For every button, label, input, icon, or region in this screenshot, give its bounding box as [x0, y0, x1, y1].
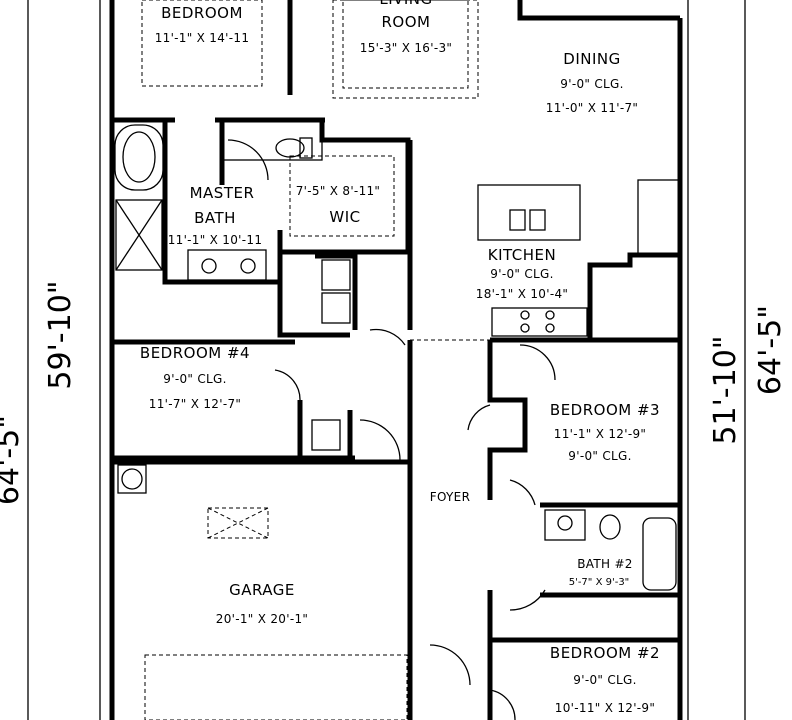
label-wic: WIC: [329, 208, 360, 226]
sink-left: [201, 258, 217, 274]
door-swing-bath2: [509, 589, 546, 611]
door-swing-foyer: [509, 479, 536, 506]
sink-bowl-right: [529, 209, 546, 231]
label-bath2: BATH #2: [577, 557, 632, 571]
door-swing-bath: [227, 139, 269, 181]
attic-access: [207, 507, 269, 539]
shower: [115, 199, 163, 271]
door-swing-bedroom3: [519, 344, 556, 381]
bedroom3-closet-wall: [487, 340, 528, 500]
label-living-room: ROOM: [382, 13, 431, 31]
overall-right-dim: 64'-5": [753, 305, 788, 395]
label-bedroom2: BEDROOM #2: [550, 644, 660, 662]
clg-bedroom4: 9'-0" CLG.: [163, 372, 226, 386]
size-master-bath: 11'-1" X 10'-11: [168, 233, 263, 247]
toilet-room: [221, 119, 323, 161]
vanity: [187, 249, 267, 281]
label-master: MASTER: [190, 184, 255, 202]
exterior-wall-top-right: [517, 0, 680, 21]
size-bath2: 5'-7" X 9'-3": [569, 577, 630, 588]
kitchen-island: [477, 184, 581, 241]
inner-left-dim: 59'-10": [43, 280, 78, 389]
living-ceiling-outline: [332, 0, 479, 99]
label-master-bath: BATH: [194, 209, 236, 227]
size-bedroom4: 11'-7" X 12'-7": [149, 397, 241, 411]
washer: [321, 259, 351, 291]
label-bedroom: BEDROOM: [161, 4, 243, 22]
size-bedroom3: 11'-1" X 12'-9": [554, 427, 646, 441]
shower-cross-2: [115, 199, 163, 271]
clg-dining: 9'-0" CLG.: [560, 77, 623, 91]
bath2-sink: [557, 515, 573, 531]
kitchen-counter: [491, 307, 588, 337]
door-swing-closet3: [467, 404, 491, 431]
pantry-wall: [587, 252, 680, 340]
door-swing-bedroom2: [489, 689, 516, 720]
size-bedroom: 11'-1" X 14'-11: [155, 31, 250, 45]
door-swing-bedroom4: [274, 369, 301, 401]
label-bedroom3: BEDROOM #3: [550, 401, 660, 419]
label-dining: DINING: [563, 50, 620, 68]
burner: [545, 323, 555, 333]
clg-kitchen: 9'-0" CLG.: [490, 267, 553, 281]
clg-bedroom3: 9'-0" CLG.: [568, 449, 631, 463]
door-swing-laundry: [369, 328, 406, 346]
bath2-toilet: [599, 514, 621, 540]
bedroom-ceiling-outline: [141, 0, 263, 87]
label-kitchen: KITCHEN: [488, 246, 557, 264]
living-ceiling-outline-inner: [342, 0, 469, 89]
bath2-vanity: [544, 509, 586, 541]
label-living: LIVING: [379, 0, 432, 8]
overall-left-dim: 64'-5": [0, 415, 26, 505]
size-garage: 20'-1" X 20'-1": [216, 612, 308, 626]
door-swing-garage: [359, 419, 401, 461]
size-kitchen: 18'-1" X 10'-4": [476, 287, 568, 301]
toilet-tank: [299, 137, 313, 159]
garage-door-outline: [144, 654, 408, 720]
garage-utility: [117, 464, 147, 494]
sink-right: [240, 258, 256, 274]
bath2-tub: [642, 517, 677, 591]
bathtub: [114, 124, 164, 191]
inner-right-dim: 51'-10": [708, 335, 743, 444]
label-foyer: FOYER: [430, 490, 470, 504]
refrigerator: [637, 179, 681, 256]
burner: [520, 323, 530, 333]
laundry-walls: [277, 256, 350, 338]
wic-shelf-outline: [289, 155, 395, 237]
burner: [545, 310, 555, 320]
size-bedroom2: 10'-11" X 12'-9": [555, 701, 655, 715]
size-living: 15'-3" X 16'-3": [360, 41, 452, 55]
garage-tank: [121, 468, 143, 490]
size-dining: 11'-0" X 11'-7": [546, 101, 638, 115]
water-heater: [311, 419, 341, 451]
tub-basin: [122, 131, 156, 183]
dryer: [321, 292, 351, 324]
label-garage: GARAGE: [229, 581, 295, 599]
sink-bowl-left: [509, 209, 526, 231]
label-bedroom4: BEDROOM #4: [140, 344, 250, 362]
burner: [520, 310, 530, 320]
clg-bedroom2: 9'-0" CLG.: [573, 673, 636, 687]
door-swing-entry: [429, 644, 471, 686]
size-wic: 7'-5" X 8'-11": [296, 184, 381, 198]
laundry-wall-right: [315, 253, 358, 330]
